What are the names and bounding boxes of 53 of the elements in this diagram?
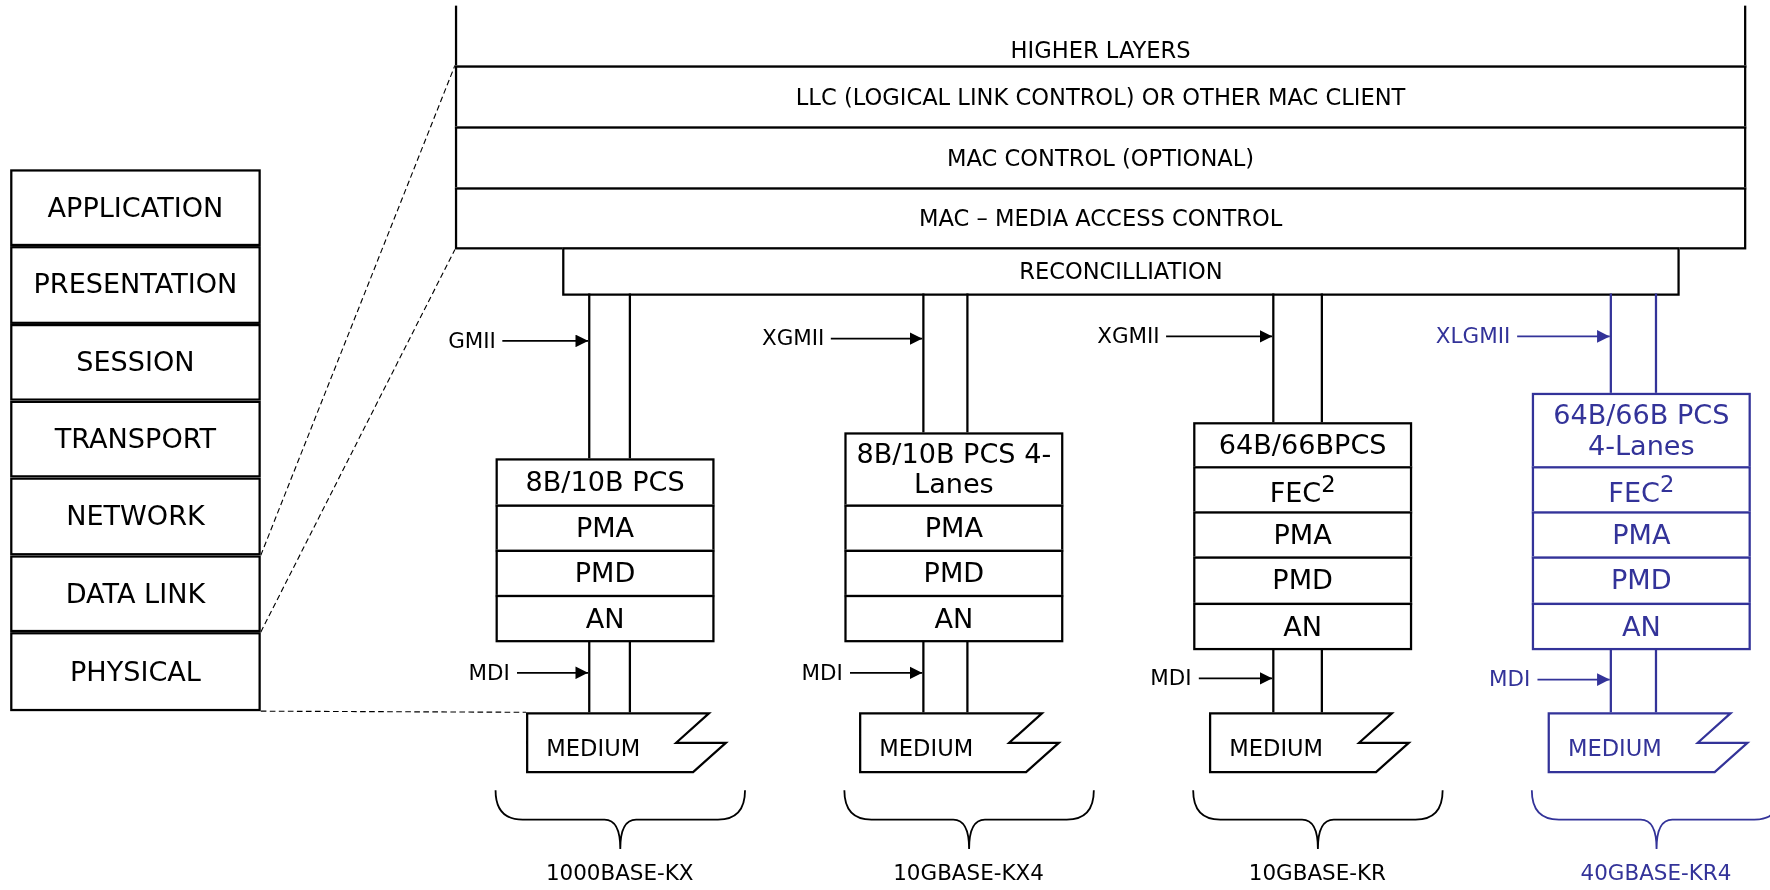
osi-layer-box: TRANSPORT — [10, 400, 261, 478]
sublayer-box: AN — [495, 594, 715, 643]
standard-label: 1000BASE-KX — [545, 860, 694, 885]
layer-box: RECONCILLIATION — [562, 247, 1680, 296]
sublayer-box: 64B/66BPCS — [1193, 422, 1413, 469]
standard-label: 10GBASE-KR — [1248, 860, 1386, 885]
layer-box: MAC CONTROL (OPTIONAL) — [454, 126, 1747, 190]
sublayer-box: AN — [1531, 602, 1751, 651]
arrow — [1516, 330, 1611, 343]
interface-label: XGMII — [1097, 322, 1160, 350]
interface-label: MDI — [1150, 664, 1192, 692]
arrow — [849, 666, 924, 680]
interface-channel — [588, 293, 631, 460]
sublayer-box: FEC$^{2}$ — [1193, 466, 1413, 514]
interface-label: XLGMII — [1435, 322, 1511, 350]
interface-label: GMII — [448, 327, 496, 355]
arrow — [1165, 330, 1274, 343]
sublayer-box: FEC$^{2}$ — [1531, 466, 1751, 514]
sublayer-box: PMA — [844, 504, 1064, 552]
medium-block: MEDIUM — [1208, 712, 1409, 774]
interface-label: MDI — [468, 659, 510, 687]
osi-layer-box: PRESENTATION — [10, 246, 261, 324]
medium-block: MEDIUM — [859, 712, 1059, 774]
arrow — [1536, 673, 1611, 686]
osi-layer-box: PHYSICAL — [10, 632, 261, 712]
osi-layer-box: SESSION — [10, 323, 261, 401]
osi-layer-box: DATA LINK — [10, 555, 261, 633]
arrow — [1197, 672, 1274, 685]
osi-layer-box: APPLICATION — [10, 169, 261, 247]
arrow — [829, 332, 924, 345]
layer-box: LLC (LOGICAL LINK CONTROL) OR OTHER MAC CLIENT — [454, 65, 1747, 129]
arrow — [501, 334, 590, 348]
medium-block: MEDIUM — [1547, 712, 1748, 774]
layer-box: MAC – MEDIA ACCESS CONTROL — [454, 187, 1747, 250]
interface-label: XGMII — [761, 325, 825, 353]
sublayer-box: PMA — [495, 504, 715, 552]
osi-layer-box: NETWORK — [10, 477, 261, 556]
sublayer-box: 8B/10B PCS 4-Lanes — [844, 432, 1064, 507]
sublayer-box: PMA — [1531, 511, 1751, 559]
sublayer-box: 8B/10B PCS — [495, 458, 715, 507]
interface-label: MDI — [1488, 666, 1531, 694]
standard-label: 40GBASE-KR4 — [1580, 860, 1732, 885]
arrow — [516, 666, 590, 680]
sublayer-box: AN — [844, 594, 1064, 643]
interface-label: MDI — [801, 659, 843, 687]
sublayer-box: 64B/66B PCS 4-Lanes — [1531, 392, 1751, 469]
projection-line — [260, 248, 456, 633]
projection-line — [260, 710, 527, 713]
sublayer-box: AN — [1193, 602, 1413, 651]
sublayer-box: PMA — [1193, 511, 1413, 559]
medium-block: MEDIUM — [526, 712, 726, 774]
standard-label: 10GBASE-KX4 — [893, 860, 1044, 885]
layer-box: HIGHER LAYERS — [454, 5, 1747, 68]
